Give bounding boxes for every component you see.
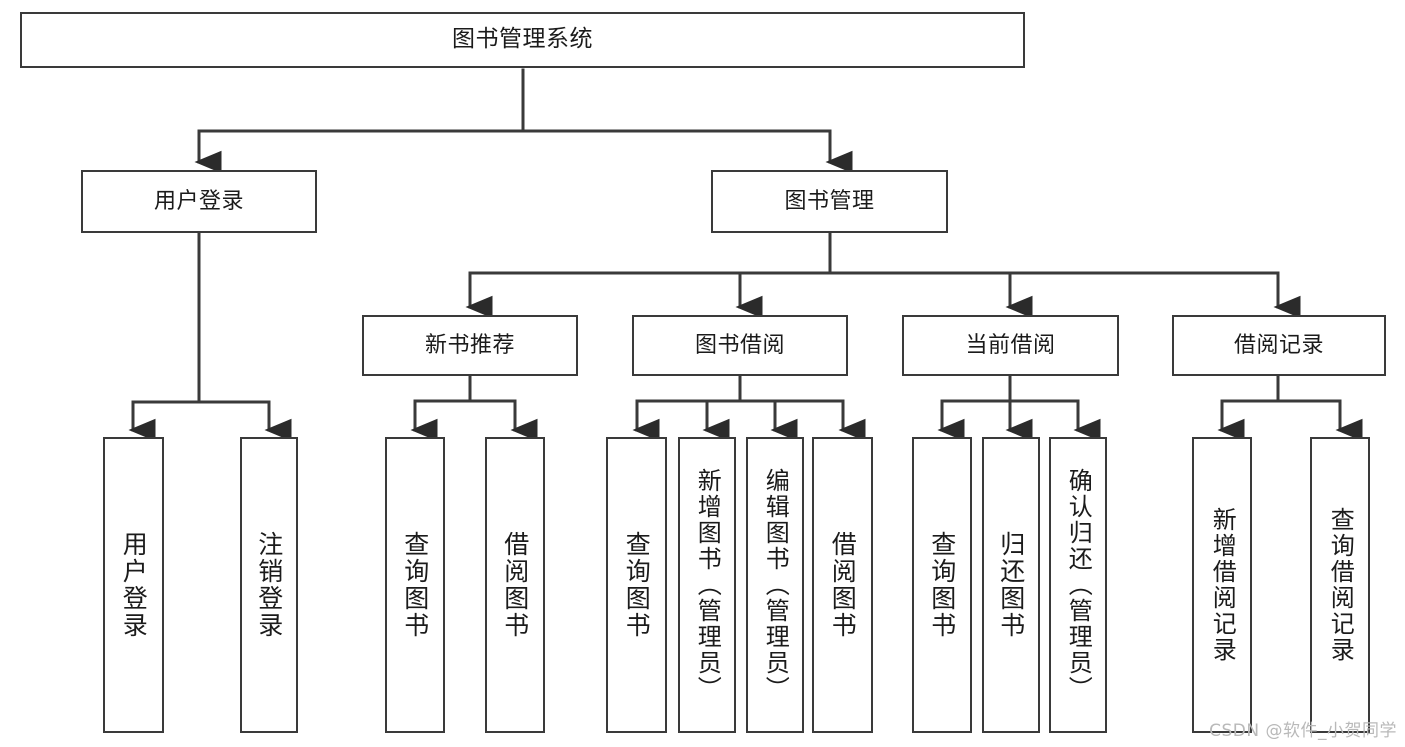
leaf-logout-login[interactable]: 注销登录 [240,437,298,733]
node-label: 查询图书 [400,531,430,639]
node-label: 新书推荐 [424,332,515,358]
node-label: 借阅记录 [1233,332,1324,358]
node-current-borrow[interactable]: 当前借阅 [902,315,1119,376]
node-label: 图书借阅 [694,332,785,358]
node-label: 确认归还（管理员） [1064,468,1093,702]
node-label: 查询借阅记录 [1326,507,1355,663]
node-label: 图书管理系统 [452,26,593,53]
watermark-text: CSDN @软件_小贺同学 [1209,721,1397,741]
leaf-query-book-current[interactable]: 查询图书 [912,437,972,733]
leaf-add-book-admin[interactable]: 新增图书（管理员） [678,437,736,733]
leaf-return-book[interactable]: 归还图书 [982,437,1040,733]
leaf-borrow-book-borrow[interactable]: 借阅图书 [812,437,873,733]
node-label: 用户登录 [119,531,149,639]
leaf-edit-book-admin[interactable]: 编辑图书（管理员） [746,437,804,733]
node-label: 注销登录 [254,531,284,639]
node-root[interactable]: 图书管理系统 [20,12,1025,68]
node-label: 用户登录 [153,188,244,214]
node-label: 借阅图书 [500,531,530,639]
node-label: 借阅图书 [828,531,858,639]
node-label: 查询图书 [622,531,652,639]
node-label: 查询图书 [927,531,957,639]
node-book-manage[interactable]: 图书管理 [711,170,948,233]
node-new-book-recommend[interactable]: 新书推荐 [362,315,578,376]
leaf-borrow-book-new-rec[interactable]: 借阅图书 [485,437,545,733]
node-label: 当前借阅 [965,332,1056,358]
leaf-query-borrow-record[interactable]: 查询借阅记录 [1310,437,1370,733]
node-label: 编辑图书（管理员） [761,468,790,702]
leaf-query-book-borrow[interactable]: 查询图书 [606,437,667,733]
node-label: 新增图书（管理员） [693,468,722,702]
node-book-borrow[interactable]: 图书借阅 [632,315,848,376]
leaf-query-book-new-rec[interactable]: 查询图书 [385,437,445,733]
node-user-login[interactable]: 用户登录 [81,170,317,233]
leaf-add-borrow-record[interactable]: 新增借阅记录 [1192,437,1252,733]
node-borrow-record[interactable]: 借阅记录 [1172,315,1386,376]
node-label: 图书管理 [784,188,875,214]
leaf-confirm-return-admin[interactable]: 确认归还（管理员） [1049,437,1107,733]
node-label: 归还图书 [996,531,1026,639]
leaf-user-login[interactable]: 用户登录 [103,437,164,733]
node-label: 新增借阅记录 [1208,507,1237,663]
